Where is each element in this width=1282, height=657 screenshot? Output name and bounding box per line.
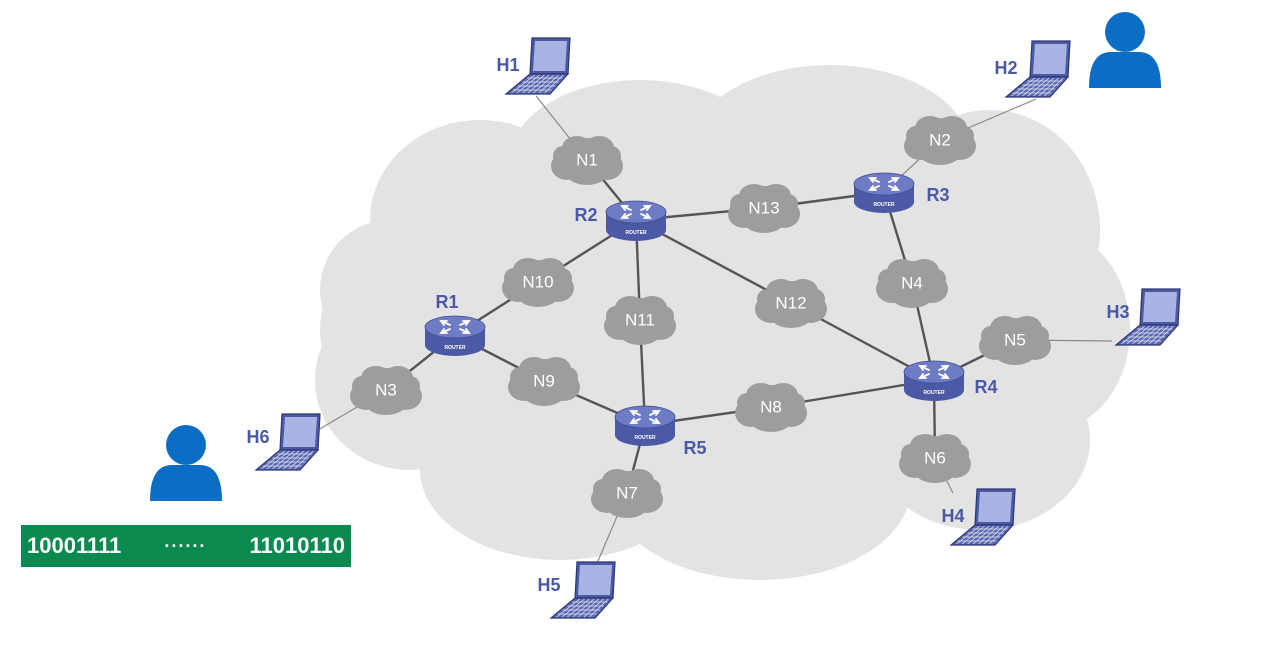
network-label: N6 xyxy=(924,448,946,467)
router-r3: ROUTER R3 xyxy=(853,172,950,213)
router-tag: ROUTER xyxy=(625,230,647,236)
network-n10-cloud: N10 xyxy=(502,258,574,307)
host-h4-laptop-icon: H4 xyxy=(941,488,1016,546)
router-r2: ROUTER R2 xyxy=(574,200,667,241)
router-r4: ROUTER R4 xyxy=(903,360,998,401)
router-label: R1 xyxy=(435,292,458,312)
host-label: H3 xyxy=(1106,302,1129,322)
router-tag: ROUTER xyxy=(634,435,656,441)
router-tag: ROUTER xyxy=(444,345,466,351)
network-n7-cloud: N7 xyxy=(591,469,663,518)
network-label: N3 xyxy=(375,380,397,399)
network-n12-cloud: N12 xyxy=(755,279,827,328)
bit-stream-ellipsis: ······ xyxy=(164,535,207,556)
router-label: R4 xyxy=(974,377,997,397)
router-label: R2 xyxy=(574,205,597,225)
network-label: N7 xyxy=(616,483,638,502)
host-label: H2 xyxy=(994,58,1017,78)
host-label: H4 xyxy=(941,506,964,526)
host-label: H6 xyxy=(246,427,269,447)
network-n3-cloud: N3 xyxy=(350,366,422,415)
network-n5-cloud: N5 xyxy=(979,316,1051,365)
network-n11-cloud: N11 xyxy=(604,296,676,345)
router-tag: ROUTER xyxy=(873,202,895,208)
network-label: N10 xyxy=(522,272,553,291)
host-h6-laptop-icon: H6 xyxy=(246,413,321,471)
user-icon xyxy=(150,425,222,501)
network-label: N4 xyxy=(901,273,923,292)
network-n2-cloud: N2 xyxy=(904,116,976,165)
network-label: N2 xyxy=(929,130,951,149)
bit-stream-bar: 10001111 ······ 11010110 xyxy=(21,525,351,567)
router-arrows-icon xyxy=(629,410,661,424)
host-h2-laptop-icon: H2 xyxy=(994,40,1071,98)
network-label: N9 xyxy=(533,371,555,390)
network-n6-cloud: N6 xyxy=(899,434,971,483)
network-label: N8 xyxy=(760,397,782,416)
router-tag: ROUTER xyxy=(923,390,945,396)
network-label: N1 xyxy=(576,150,598,169)
network-n8-cloud: N8 xyxy=(735,383,807,432)
internet-cloud xyxy=(315,65,1130,580)
network-n9-cloud: N9 xyxy=(508,357,580,406)
host-label: H5 xyxy=(537,575,560,595)
host-h1-laptop-icon: H1 xyxy=(496,37,571,95)
router-arrows-icon xyxy=(620,205,652,219)
router-arrows-icon xyxy=(439,320,471,334)
network-n1-cloud: N1 xyxy=(551,136,623,185)
router-arrows-icon xyxy=(868,177,900,191)
router-arrows-icon xyxy=(918,365,950,379)
host-label: H1 xyxy=(496,55,519,75)
network-n13-cloud: N13 xyxy=(728,184,800,233)
host-h3-laptop-icon: H3 xyxy=(1106,288,1181,346)
network-label: N5 xyxy=(1004,330,1026,349)
router-label: R3 xyxy=(926,185,949,205)
network-label: N11 xyxy=(625,310,655,329)
network-label: N12 xyxy=(775,293,806,312)
host-h5-laptop-icon: H5 xyxy=(537,561,616,619)
router-r5: ROUTER R5 xyxy=(614,405,707,458)
network-n4-cloud: N4 xyxy=(876,259,948,308)
router-r1: ROUTER R1 xyxy=(424,292,486,356)
router-label: R5 xyxy=(683,438,706,458)
bit-stream-start: 10001111 xyxy=(27,533,122,558)
user-icon xyxy=(1089,12,1161,88)
bit-stream-end: 11010110 xyxy=(249,533,345,558)
network-label: N13 xyxy=(748,198,779,217)
